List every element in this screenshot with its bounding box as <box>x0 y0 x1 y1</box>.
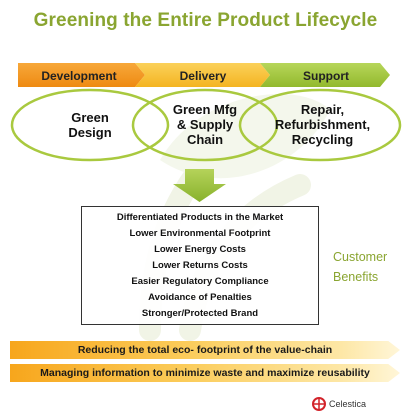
stage-ellipse-manufacturing <box>131 88 279 162</box>
phase-chevron-delivery <box>135 63 270 87</box>
customer-benefits-line2: Benefits <box>333 270 379 284</box>
stage-label-support-line1: Repair, <box>300 102 345 117</box>
stage-label-design-line1: Green <box>71 110 109 125</box>
phase-label-support: Support <box>303 69 349 83</box>
banner-information-management: Managing information to minimize waste a… <box>10 364 400 382</box>
stage-label-support-line3: Recycling <box>291 132 354 147</box>
phase-label-delivery: Delivery <box>179 69 227 83</box>
stage-label-manufacturing-line2: & Supply <box>176 117 234 132</box>
stage-label-support-line2: Refurbishment, <box>274 117 371 132</box>
phase-label-development: Development <box>41 69 117 83</box>
stage-label-manufacturing: Green Mfg & Supply Chain <box>160 102 250 147</box>
benefits-box: Differentiated Products in the Market Lo… <box>81 206 319 325</box>
stage-label-design: Green Design <box>50 110 130 140</box>
benefit-item: Lower Environmental Footprint <box>129 228 271 239</box>
phase-chevron-development <box>18 63 145 87</box>
stage-ellipse-support <box>238 88 402 162</box>
celestica-logo-icon <box>312 397 326 411</box>
customer-benefits-line1: Customer <box>333 250 388 264</box>
page-title: Greening the Entire Product Lifecycle <box>33 10 378 31</box>
banner-eco-footprint: Reducing the total eco- footprint of the… <box>10 341 400 359</box>
customer-benefits-label: Customer Benefits <box>333 247 403 287</box>
logo-text: Celestica <box>329 399 367 409</box>
stage-label-manufacturing-line1: Green Mfg <box>172 102 238 117</box>
benefit-item: Differentiated Products in the Market <box>116 212 284 223</box>
stage-ellipse-design <box>10 88 170 162</box>
stage-label-manufacturing-line3: Chain <box>186 132 224 147</box>
benefits-list: Differentiated Products in the Market Lo… <box>82 207 318 322</box>
stage-label-design-line2: Design <box>68 125 112 140</box>
benefit-item: Lower Energy Costs <box>154 244 246 255</box>
down-arrow-icon <box>173 169 226 202</box>
benefit-item: Avoidance of Penalties <box>148 292 252 303</box>
celestica-logo: Celestica <box>312 396 366 412</box>
benefit-item: Easier Regulatory Compliance <box>131 276 269 287</box>
stage-label-support: Repair, Refurbishment, Recycling <box>265 102 380 147</box>
benefit-item: Stronger/Protected Brand <box>141 308 259 319</box>
phase-chevron-support <box>260 63 390 87</box>
benefit-item: Lower Returns Costs <box>152 260 248 271</box>
